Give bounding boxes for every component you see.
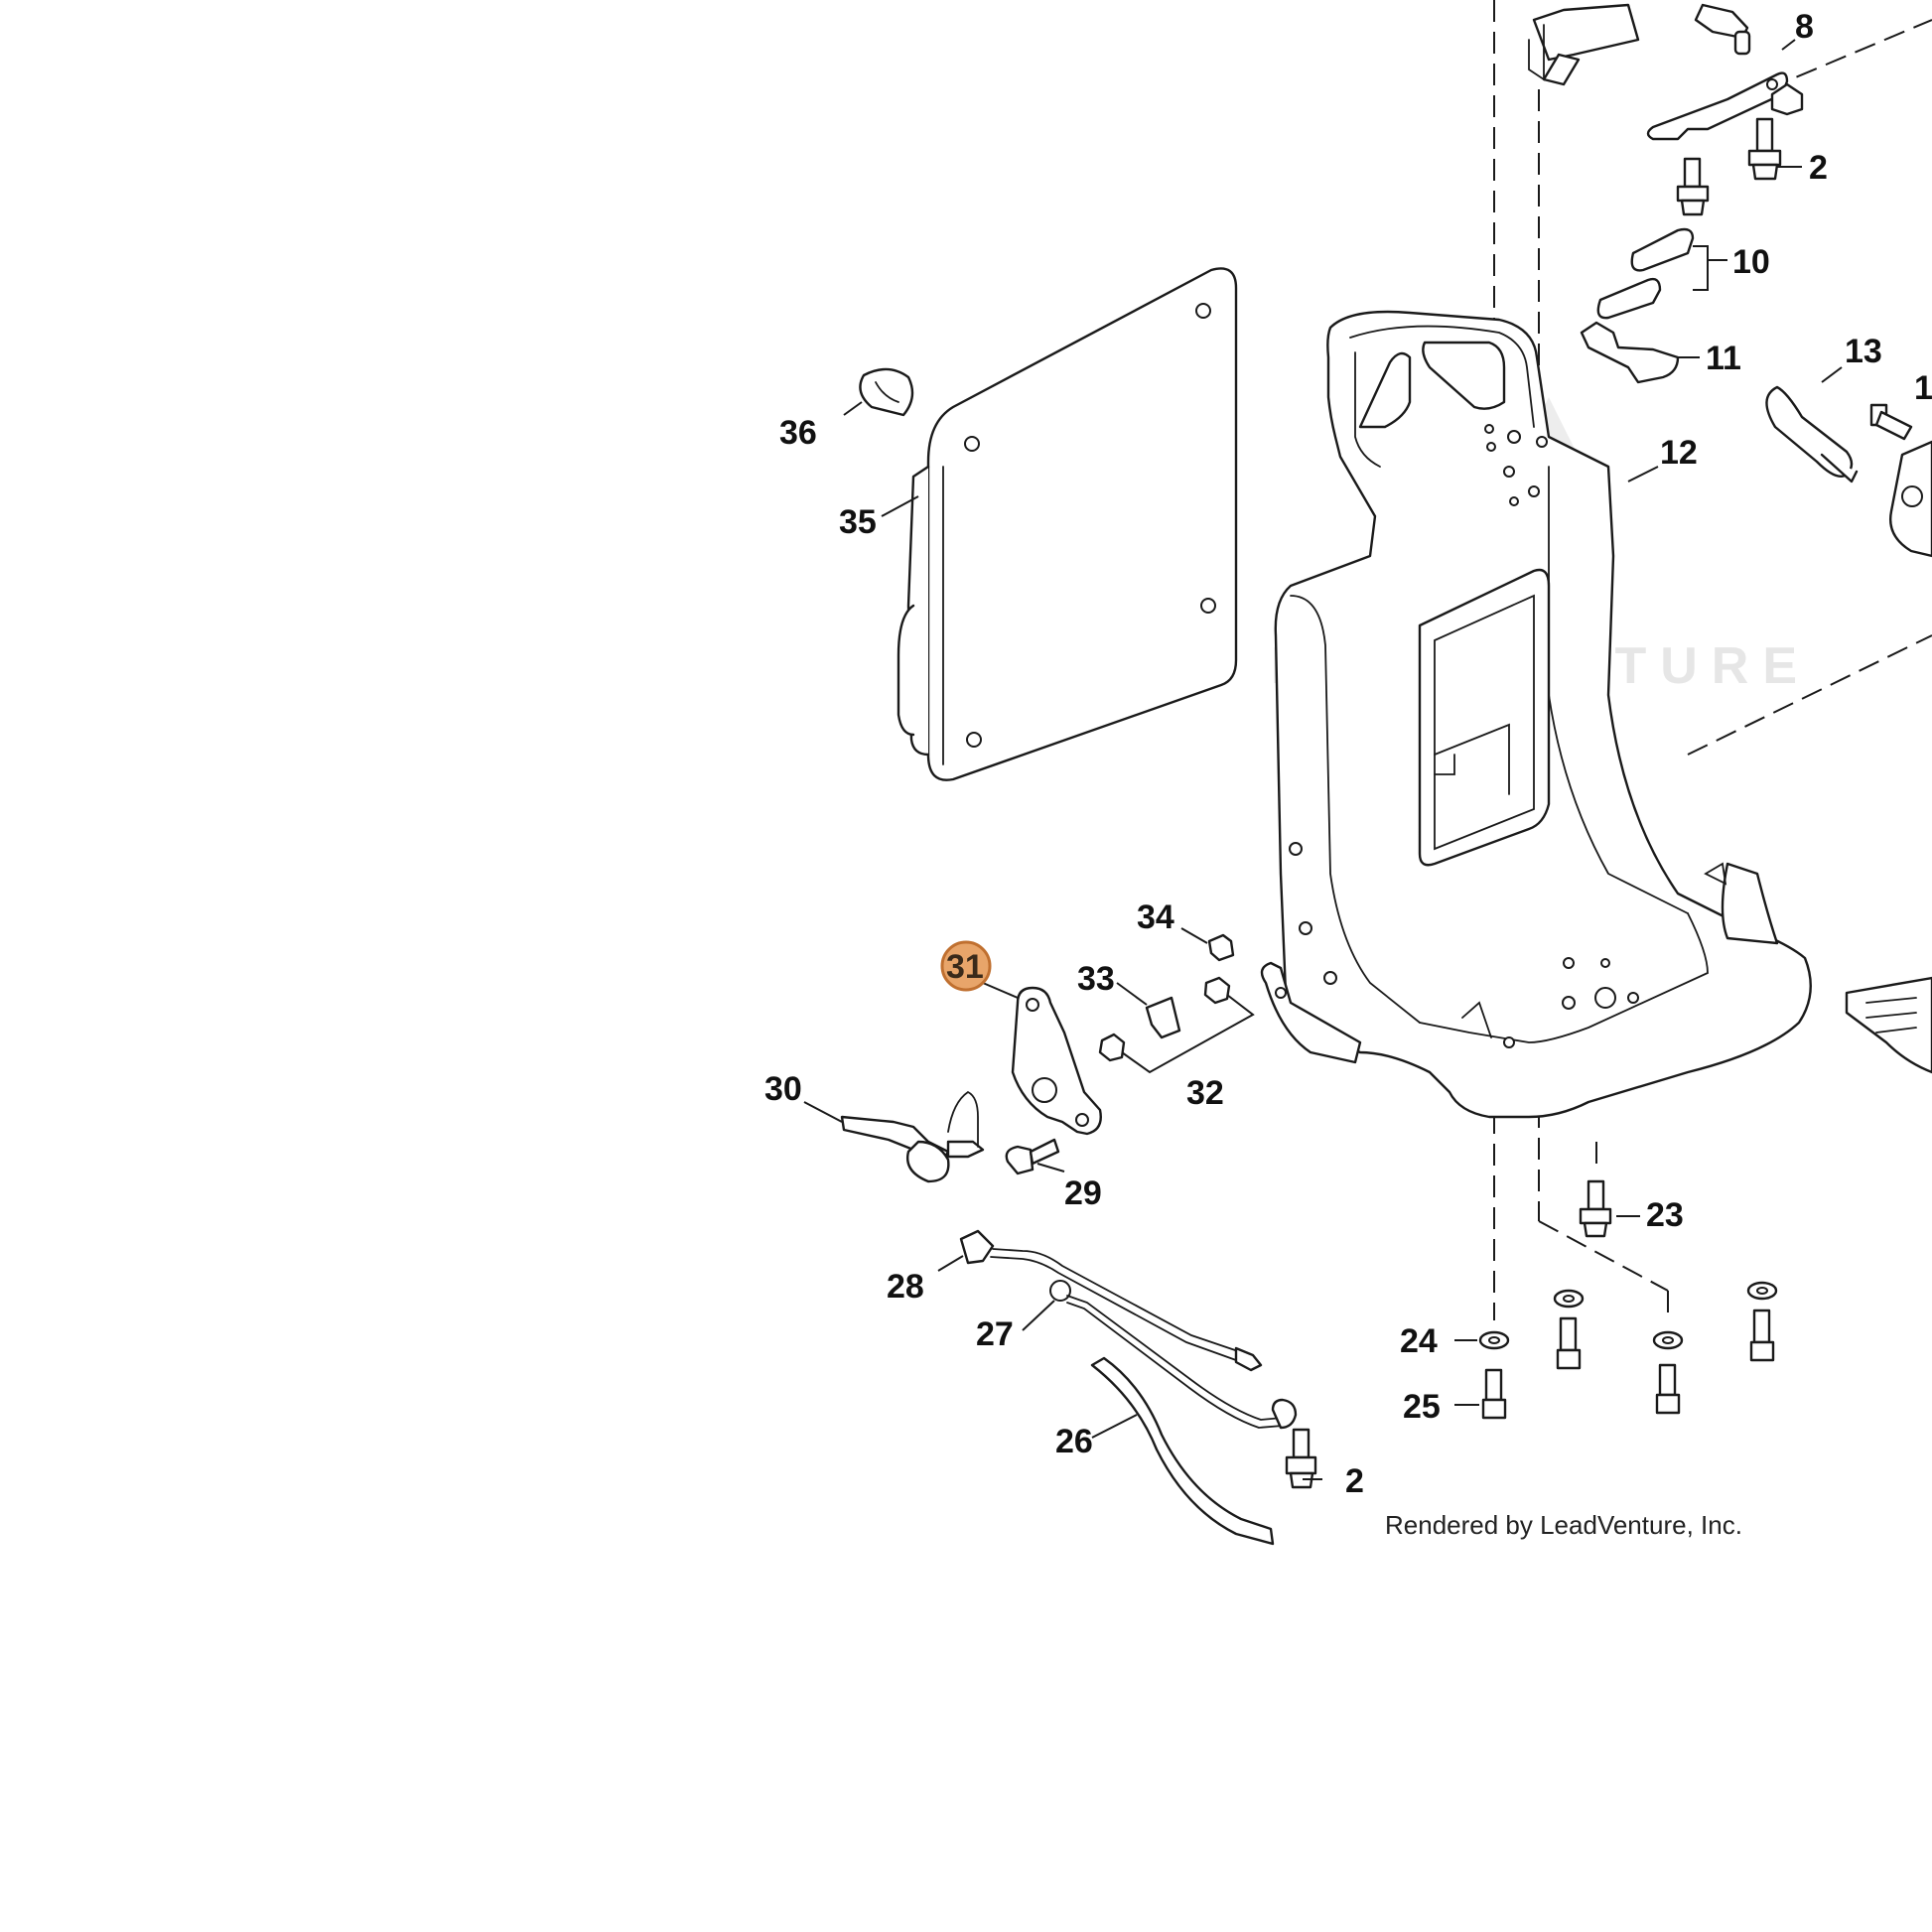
- callout-34[interactable]: 34: [1137, 898, 1174, 936]
- part-23-bolt: [1579, 1179, 1612, 1238]
- callout-1-partial[interactable]: 1: [1914, 369, 1932, 407]
- callout-25[interactable]: 25: [1403, 1388, 1441, 1426]
- callout-36[interactable]: 36: [779, 414, 817, 452]
- callout-2-bottom[interactable]: 2: [1345, 1462, 1364, 1500]
- callout-31-highlight[interactable]: [940, 940, 992, 992]
- part-26-tube: [1090, 1356, 1275, 1546]
- part-12-frame: [1260, 310, 1812, 1119]
- callout-24[interactable]: 24: [1400, 1322, 1438, 1360]
- callout-29[interactable]: 29: [1064, 1174, 1102, 1212]
- callout-8[interactable]: 8: [1795, 8, 1814, 46]
- part-28-cable: [959, 1229, 1263, 1372]
- leader-lines: [803, 39, 1843, 1480]
- callout-32[interactable]: 32: [1186, 1074, 1224, 1112]
- callout-30[interactable]: 30: [764, 1070, 802, 1108]
- callout-33[interactable]: 33: [1077, 960, 1115, 998]
- part-11-clip: [1580, 321, 1680, 384]
- part-strap-right: [1845, 976, 1932, 1074]
- callout-11[interactable]: 11: [1706, 340, 1741, 377]
- part-2-top-bolt: [1676, 117, 1782, 216]
- callout-23[interactable]: 23: [1646, 1196, 1684, 1234]
- callout-31[interactable]: 31: [946, 948, 984, 986]
- render-credit: Rendered by LeadVenture, Inc.: [1385, 1510, 1742, 1540]
- callout-26[interactable]: 26: [1055, 1423, 1093, 1460]
- part-34-nut: [1207, 933, 1235, 962]
- part-27-wire: [1049, 1280, 1298, 1430]
- callout-27[interactable]: 27: [976, 1315, 1014, 1353]
- callout-12[interactable]: 12: [1660, 434, 1698, 472]
- part-30-lever: [840, 1090, 985, 1183]
- part-35-control-box: [897, 267, 1238, 781]
- part-33-bracket: [1145, 996, 1181, 1039]
- callout-2-top[interactable]: 2: [1809, 149, 1828, 187]
- callout-28[interactable]: 28: [887, 1268, 924, 1306]
- callout-labels: 2 8 10 11 12 13 1 23 24 25 26 27 28 29 3…: [764, 8, 1932, 1500]
- part-8-hardware: [1528, 3, 1804, 141]
- part-36-clip: [859, 367, 914, 417]
- callout-10[interactable]: 10: [1732, 243, 1770, 281]
- part-25-bolts: [1481, 1309, 1775, 1420]
- callout-35[interactable]: 35: [839, 503, 877, 541]
- part-29-screw: [1005, 1138, 1060, 1175]
- part-31-plate: [1011, 986, 1102, 1136]
- part-13-knob: [1765, 385, 1932, 558]
- part-24-washers: [1478, 1281, 1778, 1350]
- part-10-keys: [1596, 227, 1695, 320]
- part-32-nuts: [1098, 976, 1255, 1074]
- part-2-bottom-bolt: [1285, 1428, 1317, 1489]
- callout-13[interactable]: 13: [1845, 333, 1882, 370]
